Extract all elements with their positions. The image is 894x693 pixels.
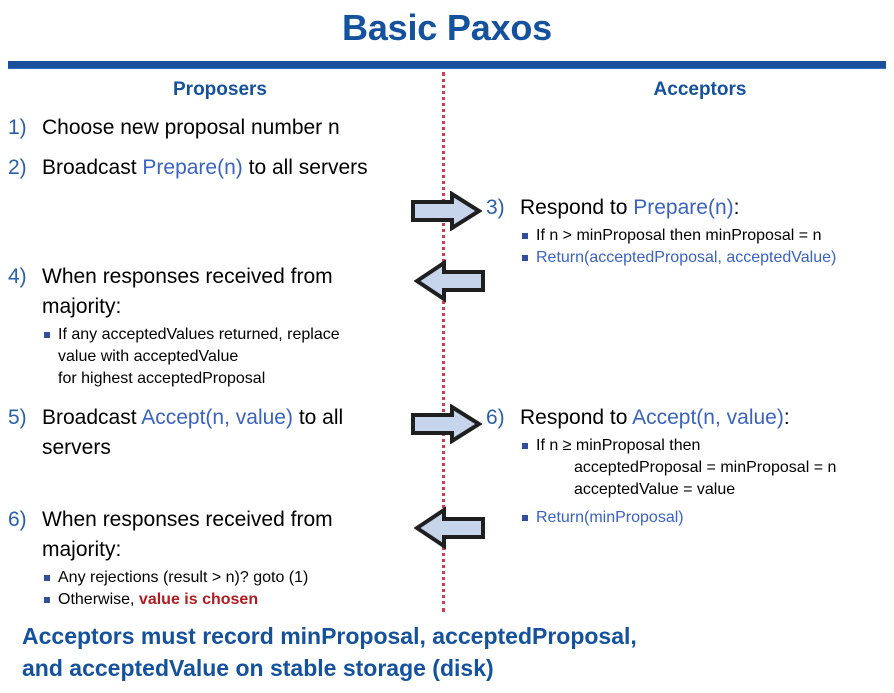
arrow-right-icon	[411, 191, 482, 231]
code-token-accept: Accept(n, value)	[632, 406, 784, 429]
sub-bullet-text: Otherwise,	[58, 591, 139, 608]
step-number: 5)	[8, 406, 27, 429]
step-text-before: Respond to	[520, 406, 633, 429]
title-divider-rule	[8, 61, 886, 69]
sub-bullet-line-3: acceptedValue = value	[574, 481, 736, 498]
column-header-acceptors: Acceptors	[653, 79, 747, 100]
step-text-before: When responses received from majority:	[42, 265, 333, 318]
step-text: Respond to Prepare(n): If n > minProposa…	[520, 193, 836, 269]
sub-bullet-line-2: acceptedProposal = minProposal = n	[574, 459, 837, 476]
sub-bullet: Return(minProposal)	[520, 507, 836, 529]
sub-bullet-list: If any acceptedValues returned, replace …	[42, 324, 408, 390]
sub-bullet-line-3: for highest acceptedProposal	[58, 370, 266, 387]
value-is-chosen-emphasis: value is chosen	[138, 591, 259, 608]
proposer-step-1: 1) Choose new proposal number n	[8, 113, 418, 143]
step-text-after: :	[783, 406, 790, 429]
proposer-step-6: 6) When responses received from majority…	[8, 505, 408, 611]
step-text-before: Broadcast	[42, 156, 143, 179]
step-number: 3)	[486, 196, 505, 219]
code-token-accept: Accept(n, value)	[141, 406, 293, 429]
step-text-before: When responses received from majority:	[42, 508, 333, 561]
page-title: Basic Paxos	[342, 7, 552, 48]
prepare-request-arrow	[410, 191, 482, 231]
proposer-step-4: 4) When responses received from majority…	[8, 262, 408, 390]
step-text-after: to all servers	[242, 156, 368, 179]
footer-note: Acceptors must record minProposal, accep…	[22, 620, 882, 684]
sub-bullet: If n > minProposal then minProposal = n	[520, 225, 836, 247]
sub-bullet: Otherwise, value is chosen	[42, 589, 408, 611]
sub-bullet: If n ≥ minProposal then acceptedProposal…	[520, 435, 836, 501]
sub-bullet: Any rejections (result > n)? goto (1)	[42, 567, 408, 589]
sub-bullet-list: If n ≥ minProposal then acceptedProposal…	[520, 435, 836, 529]
arrow-left-icon	[414, 259, 485, 303]
accept-response-arrow	[414, 506, 486, 550]
footer-line-2: and acceptedValue on stable storage (dis…	[22, 655, 494, 681]
step-number: 4)	[8, 265, 27, 288]
step-text-before: Respond to	[520, 196, 634, 219]
step-number: 6)	[8, 508, 27, 531]
arrow-left-icon	[414, 506, 485, 550]
sub-bullet-text: Return(minProposal)	[536, 509, 684, 526]
sub-bullet-text: If n > minProposal then minProposal = n	[536, 227, 822, 244]
sub-bullet-list: If n > minProposal then minProposal = n …	[520, 225, 836, 269]
code-token-prepare: Prepare(n)	[142, 156, 243, 179]
step-text-after: :	[733, 196, 740, 219]
proposer-step-5: 5) Broadcast Accept(n, value) to all ser…	[8, 403, 408, 463]
step-number: 6)	[486, 406, 505, 429]
sub-bullet-text: Return(acceptedProposal, acceptedValue)	[536, 249, 837, 266]
column-divider-dotted-line	[442, 72, 445, 612]
code-token-prepare: Prepare(n)	[633, 196, 734, 219]
proposer-step-2: 2) Broadcast Prepare(n) to all servers	[8, 153, 398, 183]
step-text: Broadcast Prepare(n) to all servers	[42, 153, 368, 183]
column-header-proposers: Proposers	[173, 79, 267, 100]
sub-bullet: Return(acceptedProposal, acceptedValue)	[520, 247, 836, 269]
step-text: Broadcast Accept(n, value) to all server…	[42, 403, 408, 463]
step-text: Respond to Accept(n, value): If n ≥ minP…	[520, 403, 836, 529]
sub-bullet-list: Any rejections (result > n)? goto (1) Ot…	[42, 567, 408, 611]
sub-bullet-line-1: If any acceptedValues returned, replace	[58, 326, 340, 343]
arrow-right-icon	[411, 404, 482, 444]
sub-bullet-line-1: If n ≥ minProposal then	[536, 437, 701, 454]
sub-bullet-text: Any rejections (result > n)? goto (1)	[58, 569, 309, 586]
step-text: When responses received from majority: A…	[42, 505, 408, 611]
prepare-response-arrow	[414, 259, 486, 303]
step-text-after: to all servers	[42, 406, 344, 459]
footer-line-1: Acceptors must record minProposal, accep…	[22, 623, 637, 649]
acceptor-step-3: 3) Respond to Prepare(n): If n > minProp…	[486, 193, 890, 269]
step-number: 1)	[8, 116, 27, 139]
step-text: Choose new proposal number n	[42, 113, 340, 143]
sub-bullet-line-2: value with acceptedValue	[58, 348, 239, 365]
sub-bullet: If any acceptedValues returned, replace …	[42, 324, 408, 390]
acceptor-step-6: 6) Respond to Accept(n, value): If n ≥ m…	[486, 403, 890, 529]
step-text-before: Broadcast	[42, 406, 142, 429]
step-number: 2)	[8, 156, 27, 179]
accept-request-arrow	[410, 404, 482, 444]
step-text: When responses received from majority: I…	[42, 262, 408, 390]
step-text-before: Choose new proposal number n	[42, 116, 340, 139]
